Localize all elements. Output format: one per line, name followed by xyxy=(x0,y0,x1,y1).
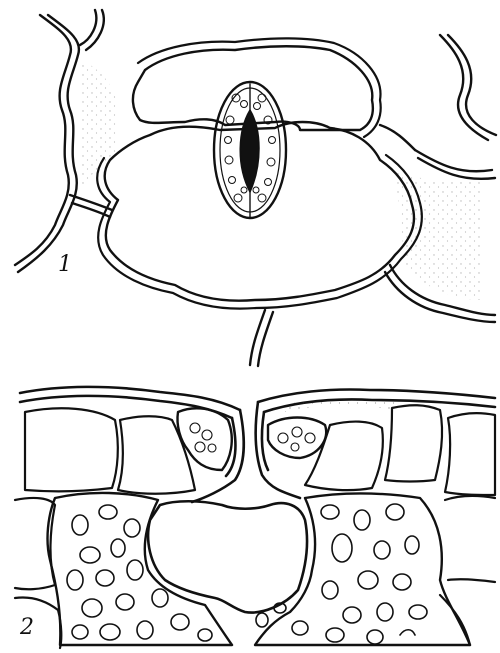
figure-label-1: 1 xyxy=(58,252,72,277)
mesophyll-left xyxy=(48,493,232,645)
figure-1-surface-view xyxy=(15,10,496,366)
epidermal-cells-right xyxy=(268,399,495,495)
right-cell-stipple xyxy=(395,170,480,300)
stomatal-pore xyxy=(240,110,259,192)
stoma xyxy=(214,82,286,218)
stomatal-opening-walls xyxy=(192,402,300,502)
figure-label-2: 2 xyxy=(20,615,34,640)
epidermal-cells-left xyxy=(25,408,232,493)
mesophyll-right xyxy=(255,494,470,646)
figure-2-cross-section xyxy=(15,387,495,648)
guard-cell-right xyxy=(268,418,326,459)
substomatal-cavity xyxy=(148,501,307,612)
upper-epidermal-cell xyxy=(133,38,381,137)
